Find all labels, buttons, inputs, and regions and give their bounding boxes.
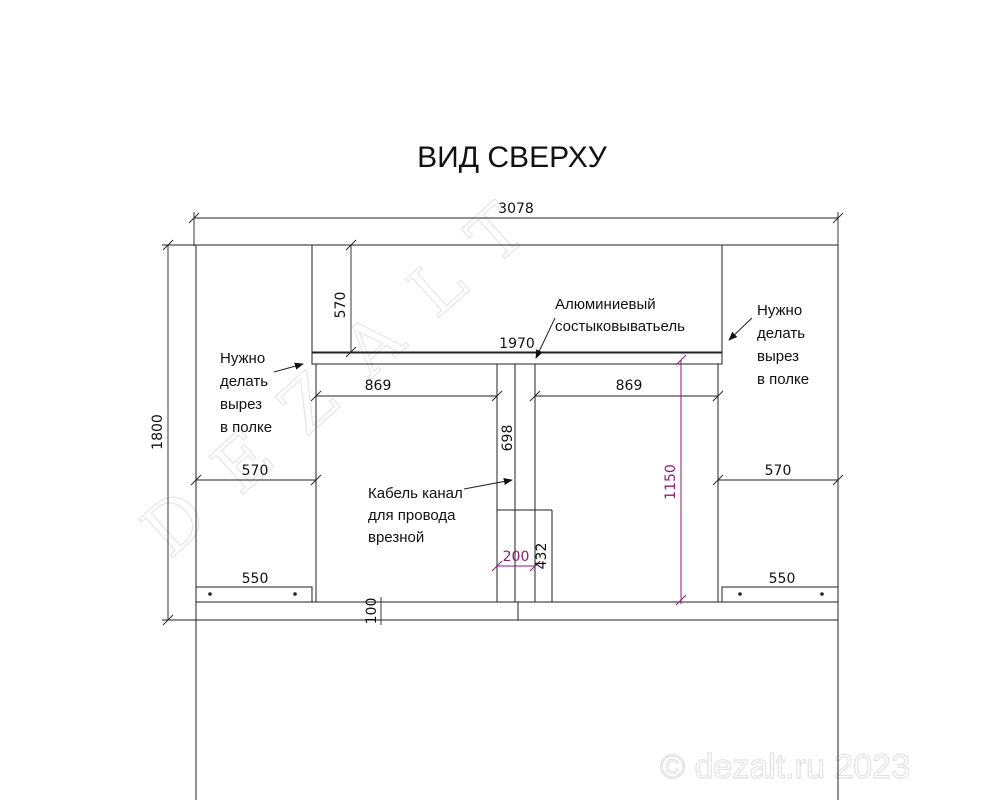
left-shelf-label: 570 xyxy=(242,463,269,479)
right-bottom-dimension: 550 xyxy=(769,571,796,587)
overall-width-label: 3078 xyxy=(498,201,534,217)
shelf-span-label: 1970 xyxy=(499,336,535,352)
overall-width-dimension: 3078 xyxy=(188,201,844,246)
plinth-label: 100 xyxy=(364,598,380,625)
overall-height-label: 1800 xyxy=(150,414,166,450)
left-note-line-2: делать xyxy=(220,373,268,390)
shelf-span-dimension: 1970 xyxy=(312,336,722,354)
connector-note: Алюминиевый состыковыватьель xyxy=(535,296,685,359)
cable-note-line-2: для провода xyxy=(368,507,456,524)
left-cutout-note: Нужно делать вырез в полке xyxy=(220,350,304,436)
cable-note: Кабель канал для провода врезной xyxy=(368,477,513,546)
connector-note-line-1: Алюминиевый xyxy=(555,296,656,313)
top-section-dimension: 570 xyxy=(333,239,357,358)
right-note-line-3: вырез xyxy=(757,348,799,365)
right-niche-label: 869 xyxy=(616,378,643,394)
right-bottom-label: 550 xyxy=(769,571,796,587)
left-note-line-3: вырез xyxy=(220,396,262,413)
cable-note-line-3: врезной xyxy=(368,529,424,546)
box-width-dimension: 200 xyxy=(491,549,541,572)
right-shelf-label: 570 xyxy=(765,463,792,479)
left-niche-label: 869 xyxy=(365,378,392,394)
right-shelf-dimension: 570 xyxy=(712,463,844,486)
cabinet-frame xyxy=(195,244,839,800)
box-height-label: 432 xyxy=(534,543,550,570)
left-bottom-dimension: 550 xyxy=(242,571,269,587)
tv-height-dimension: 1150 xyxy=(663,354,687,606)
plinth-dimension: 100 xyxy=(364,597,382,625)
copyright-text: © dezalt.ru 2023 xyxy=(660,748,910,786)
watermark-text: DEZALT xyxy=(127,162,570,572)
box-width-label: 200 xyxy=(503,549,530,565)
left-bottom-label: 550 xyxy=(242,571,269,587)
connector-note-line-2: состыковыватьель xyxy=(555,318,685,335)
cable-note-line-1: Кабель канал xyxy=(368,485,463,502)
right-note-line-4: в полке xyxy=(757,371,809,388)
box-height-dimension: 432 xyxy=(534,543,550,570)
overall-height-dimension: 1800 xyxy=(150,239,196,626)
top-section-label: 570 xyxy=(333,292,349,319)
channel-height-dimension: 698 xyxy=(500,364,516,510)
tv-height-label: 1150 xyxy=(663,464,679,500)
left-shelf-dimension: 570 xyxy=(190,463,322,486)
right-note-line-1: Нужно xyxy=(757,302,802,319)
right-note-line-2: делать xyxy=(757,325,805,342)
left-note-line-4: в полке xyxy=(220,419,272,436)
drawing-title: ВИД СВЕРХУ xyxy=(417,141,608,174)
watermark: DEZALT xyxy=(126,162,570,573)
left-note-line-1: Нужно xyxy=(220,350,265,367)
right-cutout-note: Нужно делать вырез в полке xyxy=(728,302,809,388)
channel-height-label: 698 xyxy=(500,425,516,452)
left-niche-dimension: 869 xyxy=(310,378,503,402)
right-niche-dimension: 869 xyxy=(529,378,724,402)
